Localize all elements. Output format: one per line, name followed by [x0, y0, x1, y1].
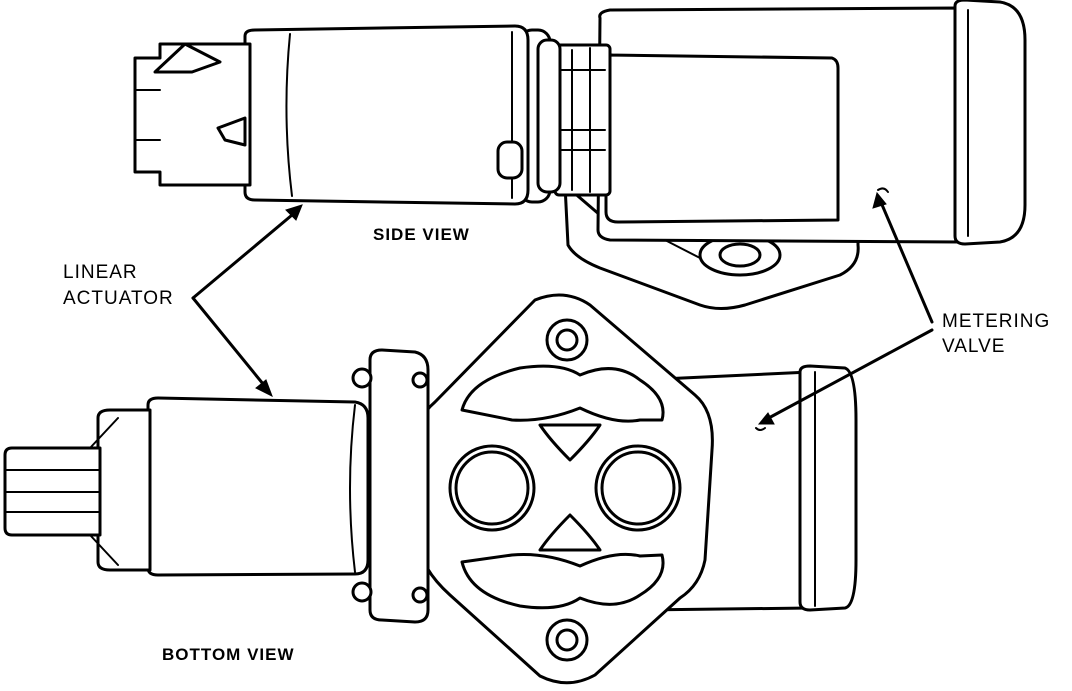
bottom-view-center-web: [538, 423, 602, 462]
metering-valve-label-line2: VALVE: [942, 336, 1006, 357]
actuator-leader-line-top: [191, 208, 300, 300]
bottom-view-outlet-rim: [798, 364, 858, 612]
actuator-leader-arrow-top: [285, 204, 303, 221]
side-view-label: SIDE VIEW: [373, 225, 470, 244]
side-view-linear-actuator-body: [243, 24, 530, 206]
bottom-view-label: BOTTOM VIEW: [162, 645, 295, 664]
valve-leader-line-bottom: [763, 328, 934, 422]
bottom-view-connector-housing: [96, 408, 152, 572]
side-view-mounting-hole-inner: [718, 242, 762, 268]
linear-actuator-label-line2: ACTUATOR: [63, 288, 174, 309]
valve-leader-line-top: [878, 198, 934, 324]
side-view-actuator-knob: [496, 140, 524, 180]
side-view-connector: [133, 42, 252, 187]
linear-actuator-label-line1: LINEAR: [63, 262, 138, 283]
metering-valve-label-line1: METERING: [942, 311, 1051, 332]
side-view-end-cap: [953, 0, 1027, 246]
bottom-view-assembly: [3, 293, 858, 685]
valve-leader-arrow-bottom: [757, 412, 775, 425]
bottom-view-upper-recess: [460, 364, 665, 423]
side-view-flange-ring-2: [536, 38, 562, 194]
side-view-valve-block: [604, 53, 840, 224]
bottom-view-actuator-flange: [368, 348, 430, 624]
actuator-leader-arrow-bottom: [255, 379, 273, 398]
valve-leader-arrow-top: [872, 191, 887, 209]
side-view-neck: [553, 43, 612, 197]
side-view-assembly: [133, 0, 1027, 310]
leader-lines: [191, 187, 934, 431]
actuator-leader-line-bottom: [191, 296, 270, 392]
bottom-view-linear-actuator-body: [146, 396, 370, 577]
bottom-view-lower-recess: [460, 552, 665, 610]
